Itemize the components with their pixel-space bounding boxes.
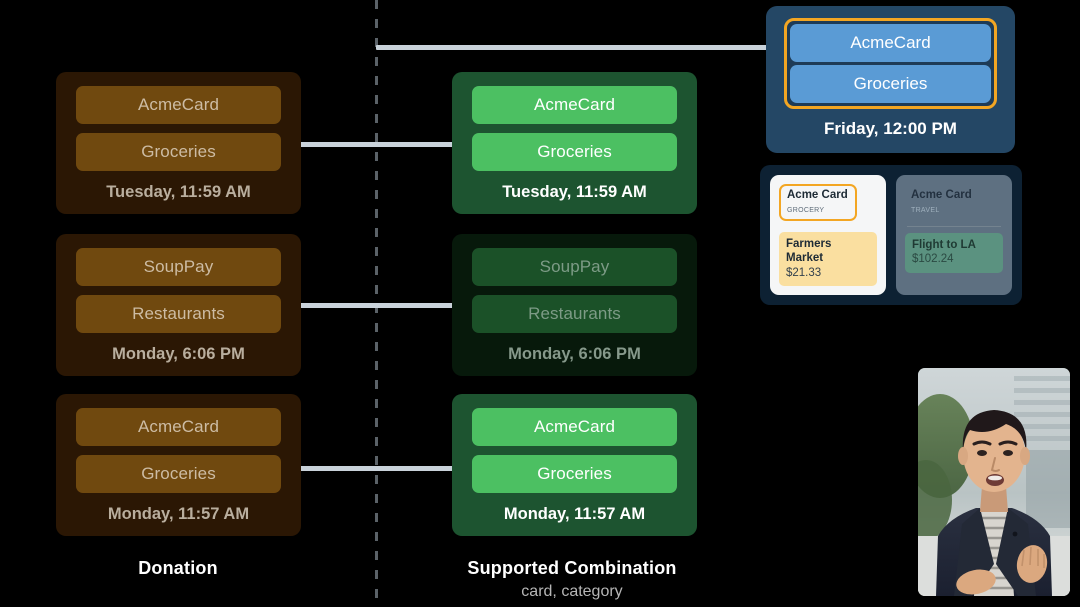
caption-donation: Donation bbox=[28, 558, 328, 579]
transaction-grocery[interactable]: Farmers Market $21.33 bbox=[779, 231, 877, 287]
payment-card-grocery-category: Grocery bbox=[787, 202, 825, 215]
donation-card-1-timestamp: Tuesday, 11:59 AM bbox=[106, 183, 251, 201]
donation-card-2-timestamp: Monday, 6:06 PM bbox=[112, 345, 245, 363]
donation-card-2[interactable]: SoupPay Restaurants Monday, 6:06 PM bbox=[56, 234, 301, 376]
donation-card-3-timestamp: Monday, 11:57 AM bbox=[107, 505, 250, 523]
supported-card-3-timestamp: Monday, 11:57 AM bbox=[503, 505, 646, 523]
supported-card-3-category: Groceries bbox=[472, 455, 677, 493]
transaction-grocery-amount: $21.33 bbox=[786, 266, 822, 279]
highlight-card-app: AcmeCard bbox=[790, 24, 991, 62]
highlight-card-timestamp: Friday, 12:00 PM bbox=[824, 119, 957, 138]
donation-card-1-app: AcmeCard bbox=[76, 86, 281, 124]
payment-card-grocery-name: Acme Card bbox=[787, 189, 848, 201]
transaction-travel-amount: $102.24 bbox=[912, 253, 954, 266]
connector-line-row-2 bbox=[300, 303, 458, 308]
supported-card-1-timestamp: Tuesday, 11:59 AM bbox=[502, 183, 647, 201]
supported-card-3[interactable]: AcmeCard Groceries Monday, 11:57 AM bbox=[452, 394, 697, 536]
supported-card-1-app: AcmeCard bbox=[472, 86, 677, 124]
connector-line-row-1 bbox=[300, 142, 458, 147]
presenter-video bbox=[918, 368, 1070, 596]
donation-card-3-app: AcmeCard bbox=[76, 408, 281, 446]
supported-card-3-app: AcmeCard bbox=[472, 408, 677, 446]
payment-card-travel-divider bbox=[907, 225, 1001, 227]
donation-card-2-app: SoupPay bbox=[76, 248, 281, 286]
connector-line-highlight bbox=[376, 45, 772, 50]
supported-card-2-timestamp: Monday, 6:06 PM bbox=[508, 345, 641, 363]
presenter-video-frame bbox=[918, 368, 1070, 596]
supported-card-2[interactable]: SoupPay Restaurants Monday, 6:06 PM bbox=[452, 234, 697, 376]
transaction-travel-name: Flight to LA bbox=[912, 238, 976, 251]
caption-supported-subtitle: card, category bbox=[521, 583, 623, 600]
donation-card-3[interactable]: AcmeCard Groceries Monday, 11:57 AM bbox=[56, 394, 301, 536]
donation-card-3-category: Groceries bbox=[76, 455, 281, 493]
supported-card-1-category: Groceries bbox=[472, 133, 677, 171]
transaction-grocery-name: Farmers Market bbox=[786, 237, 832, 265]
supported-card-2-category: Restaurants bbox=[472, 295, 677, 333]
supported-card-2-app: SoupPay bbox=[472, 248, 677, 286]
donation-card-1-category: Groceries bbox=[76, 133, 281, 171]
highlight-card-category: Groceries bbox=[790, 65, 991, 103]
payment-card-travel-category: Travel bbox=[911, 202, 940, 215]
payment-card-travel-name: Acme Card bbox=[911, 189, 972, 201]
transaction-travel[interactable]: Flight to LA $102.24 bbox=[905, 232, 1003, 274]
caption-donation-title: Donation bbox=[138, 558, 218, 578]
highlight-selection-outline: AcmeCard Groceries bbox=[784, 18, 997, 109]
payment-card-travel-header: Acme Card Travel bbox=[905, 184, 979, 221]
payment-card-tile-grocery[interactable]: Acme Card Grocery Farmers Market $21.33 bbox=[770, 175, 886, 295]
highlight-combination-card[interactable]: AcmeCard Groceries Friday, 12:00 PM bbox=[766, 6, 1015, 153]
payment-card-grocery-header: Acme Card Grocery bbox=[779, 184, 857, 221]
app-preview-panel: Acme Card Grocery Farmers Market $21.33 … bbox=[760, 165, 1022, 305]
caption-supported-title: Supported Combination bbox=[467, 558, 677, 578]
connector-line-row-3 bbox=[300, 466, 458, 471]
caption-supported: Supported Combination card, category bbox=[422, 558, 722, 601]
donation-card-2-category: Restaurants bbox=[76, 295, 281, 333]
payment-card-tile-travel[interactable]: Acme Card Travel Flight to LA $102.24 bbox=[896, 175, 1012, 295]
supported-card-1[interactable]: AcmeCard Groceries Tuesday, 11:59 AM bbox=[452, 72, 697, 214]
donation-card-1[interactable]: AcmeCard Groceries Tuesday, 11:59 AM bbox=[56, 72, 301, 214]
